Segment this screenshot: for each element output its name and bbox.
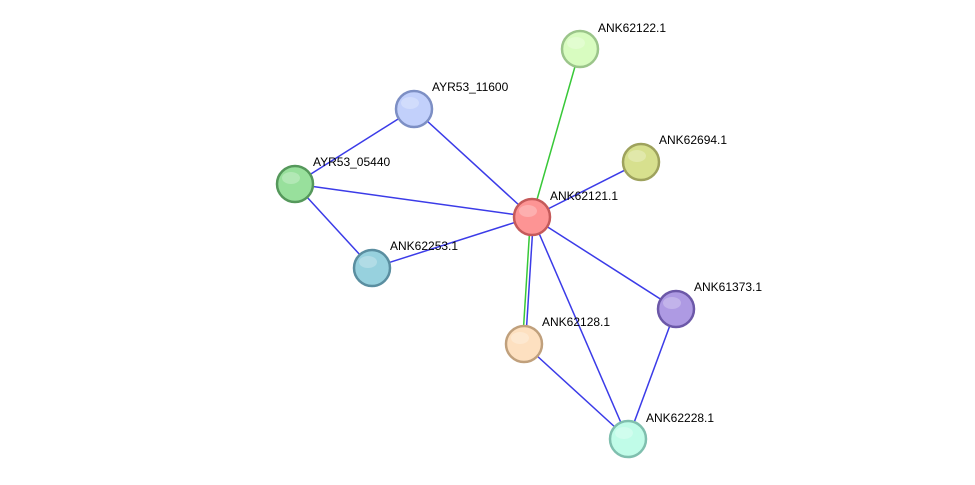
node-label: ANK62694.1	[659, 133, 727, 147]
node-highlight	[615, 427, 633, 439]
node-label: ANK62128.1	[542, 315, 610, 329]
node-highlight	[359, 256, 377, 268]
node-highlight	[567, 37, 585, 49]
node-highlight	[401, 97, 419, 109]
edge-ank62694-ank62121	[531, 161, 642, 218]
node-circle[interactable]	[621, 142, 661, 182]
node-label: ANK61373.1	[694, 280, 762, 294]
edge-ank61373-ank62228	[627, 308, 677, 440]
edges-layer	[294, 48, 677, 440]
node-ayr53_11600[interactable]: AYR53_11600	[394, 80, 509, 129]
node-circle[interactable]	[656, 289, 696, 329]
node-ank62121[interactable]: ANK62121.1	[512, 189, 618, 237]
node-highlight	[663, 297, 681, 309]
node-circle[interactable]	[275, 164, 315, 204]
node-circle[interactable]	[608, 419, 648, 459]
edge-ank62122-ank62121	[531, 48, 581, 218]
edge-ank62121-ank61373	[531, 216, 677, 310]
node-circle[interactable]	[504, 324, 544, 364]
edge-ayr53_11600-ank62121	[413, 108, 533, 218]
node-ank62253[interactable]: ANK62253.1	[352, 239, 458, 288]
node-circle[interactable]	[560, 29, 600, 69]
node-ank62694[interactable]: ANK62694.1	[621, 133, 727, 182]
node-ank62122[interactable]: ANK62122.1	[560, 21, 666, 69]
node-label: ANK62122.1	[598, 21, 666, 35]
node-label: AYR53_05440	[313, 155, 391, 169]
node-ank62228[interactable]: ANK62228.1	[608, 411, 714, 459]
node-ank62128[interactable]: ANK62128.1	[504, 315, 610, 364]
node-ank61373[interactable]: ANK61373.1	[656, 280, 762, 329]
node-label: AYR53_11600	[432, 80, 509, 94]
node-highlight	[519, 205, 537, 217]
edge-ank62121-ank62128	[524, 217, 535, 345]
edge-ank62121-ank62128	[521, 216, 532, 344]
node-highlight	[628, 150, 646, 162]
edge-ank62253-ank62121	[371, 216, 533, 269]
node-circle[interactable]	[352, 248, 392, 288]
node-ayr53_05440[interactable]: AYR53_05440	[275, 155, 391, 204]
node-circle[interactable]	[394, 89, 434, 129]
edge-ank62128-ank62228	[523, 343, 629, 440]
node-label: ANK62228.1	[646, 411, 714, 425]
edge-ank62121-ank62228	[531, 216, 629, 440]
node-label: ANK62253.1	[390, 239, 458, 253]
node-circle[interactable]	[512, 197, 552, 237]
edge-ayr53_05440-ank62121	[294, 183, 533, 218]
nodes-layer: ANK62122.1AYR53_11600ANK62694.1AYR53_054…	[275, 21, 762, 459]
node-highlight	[282, 172, 300, 184]
node-highlight	[511, 332, 529, 344]
edge-ayr53_11600-ayr53_05440	[294, 108, 415, 185]
node-label: ANK62121.1	[550, 189, 618, 203]
